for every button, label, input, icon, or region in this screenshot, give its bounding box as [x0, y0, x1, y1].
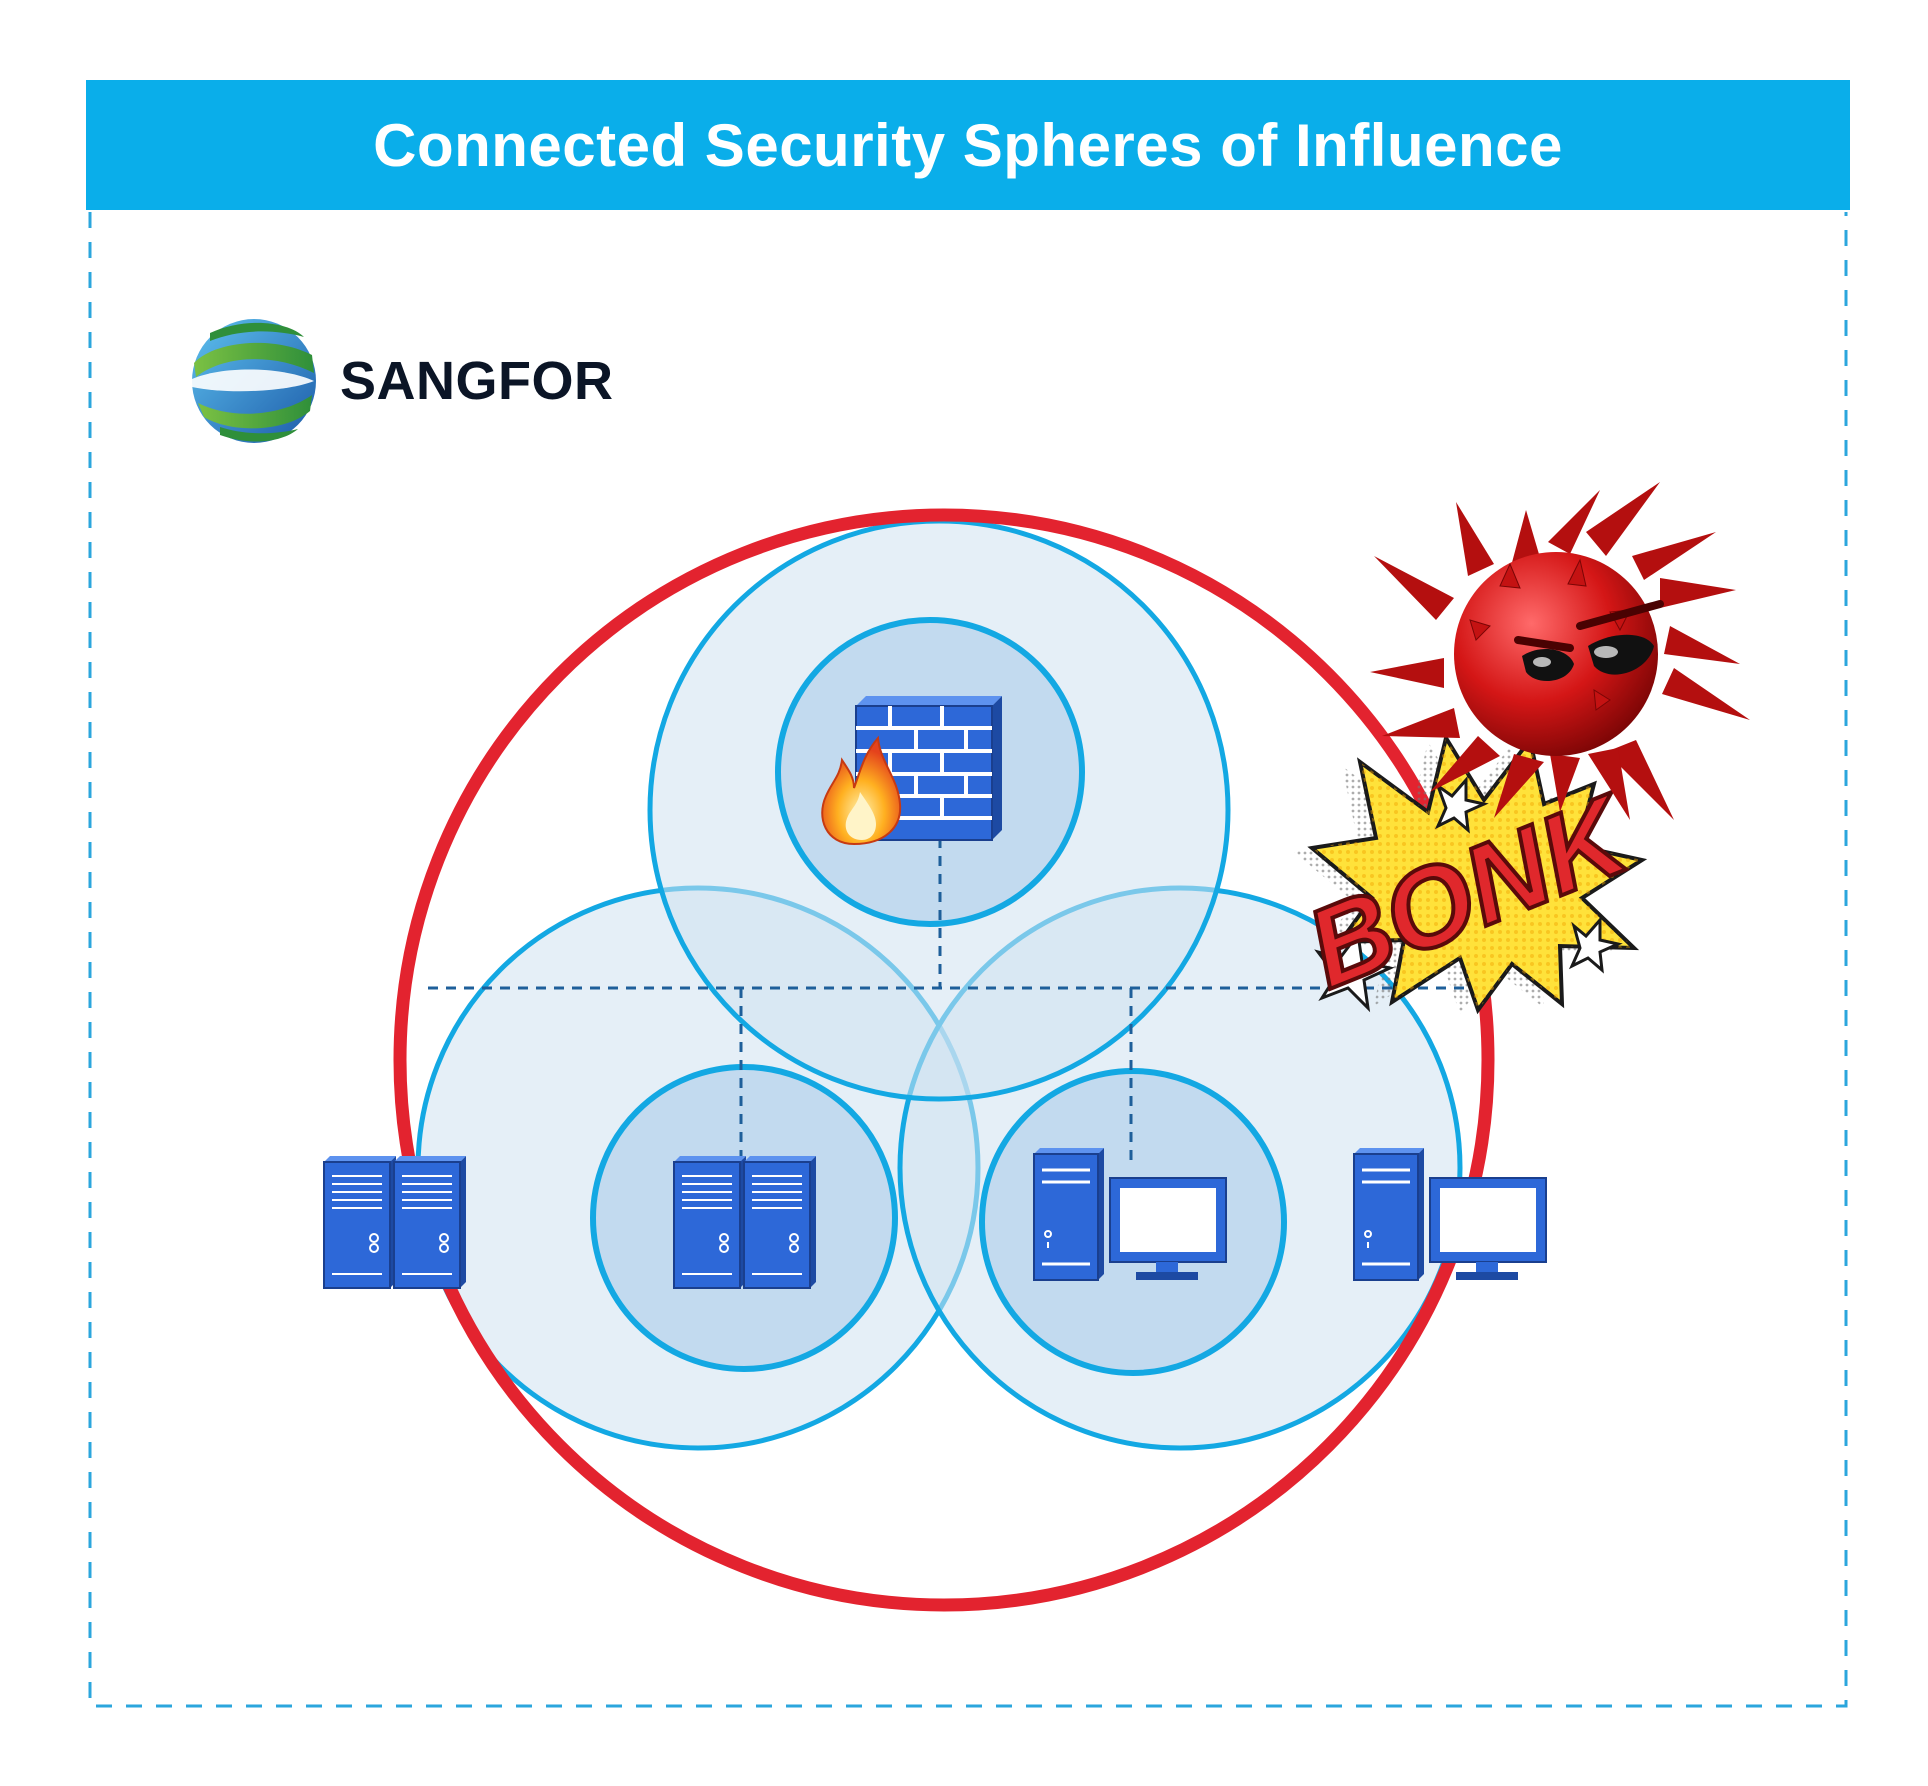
- star-icon: [1434, 776, 1489, 834]
- title-banner: [86, 80, 1850, 210]
- star-icon: [1314, 930, 1395, 1013]
- perimeter-ring: [393, 508, 1495, 1612]
- star-icon: [1568, 916, 1623, 974]
- logo-text: SANGFOR: [340, 351, 614, 411]
- virus-icon: [1370, 482, 1750, 820]
- bonk-burst: BONK: [1289, 732, 1652, 1015]
- dashed-frame: [88, 212, 1848, 1708]
- title-bar: Connected Security Spheres of Influence: [86, 80, 1850, 210]
- connection-lines: [428, 838, 1470, 1160]
- flame-icon: [821, 735, 902, 846]
- server-rack-icon: [324, 1156, 466, 1288]
- sangfor-globe-icon: [192, 319, 316, 443]
- page-title: Connected Security Spheres of Influence: [373, 111, 1563, 179]
- server-rack-icon: [674, 1156, 816, 1288]
- sangfor-logo: SANGFOR: [340, 316, 614, 446]
